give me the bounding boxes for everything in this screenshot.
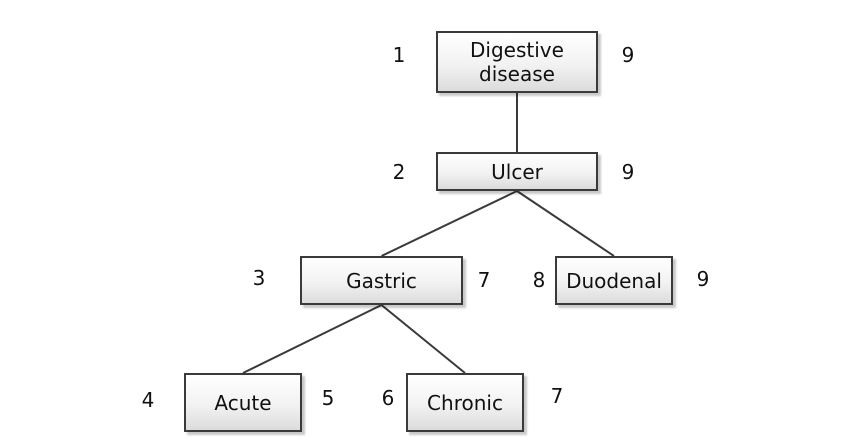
- node-ulcer: Ulcer: [436, 152, 598, 191]
- edge-gastric-to-acute: [242, 304, 382, 374]
- post-number-acute: 5: [321, 386, 335, 410]
- edge-ulcer-to-duodenal: [516, 190, 615, 257]
- pre-number-chronic: 6: [381, 386, 395, 410]
- post-number-gastric: 7: [477, 268, 491, 292]
- edge-gastric-to-chronic: [380, 304, 466, 374]
- pre-number-duodenal: 8: [532, 268, 546, 292]
- node-gastric: Gastric: [300, 256, 463, 305]
- node-duodenal: Duodenal: [555, 256, 673, 305]
- post-number-ulcer: 9: [621, 160, 635, 184]
- post-number-duodenal: 9: [696, 267, 710, 291]
- node-chronic: Chronic: [406, 373, 524, 432]
- pre-number-acute: 4: [141, 388, 155, 412]
- post-number-digestive-disease: 9: [621, 43, 635, 67]
- node-digestive-disease: Digestive disease: [436, 31, 598, 93]
- post-number-chronic: 7: [550, 384, 564, 408]
- edge-ulcer-to-gastric: [381, 190, 518, 257]
- pre-number-digestive-disease: 1: [392, 43, 406, 67]
- node-acute: Acute: [184, 373, 302, 432]
- pre-number-gastric: 3: [252, 266, 266, 290]
- pre-number-ulcer: 2: [392, 160, 406, 184]
